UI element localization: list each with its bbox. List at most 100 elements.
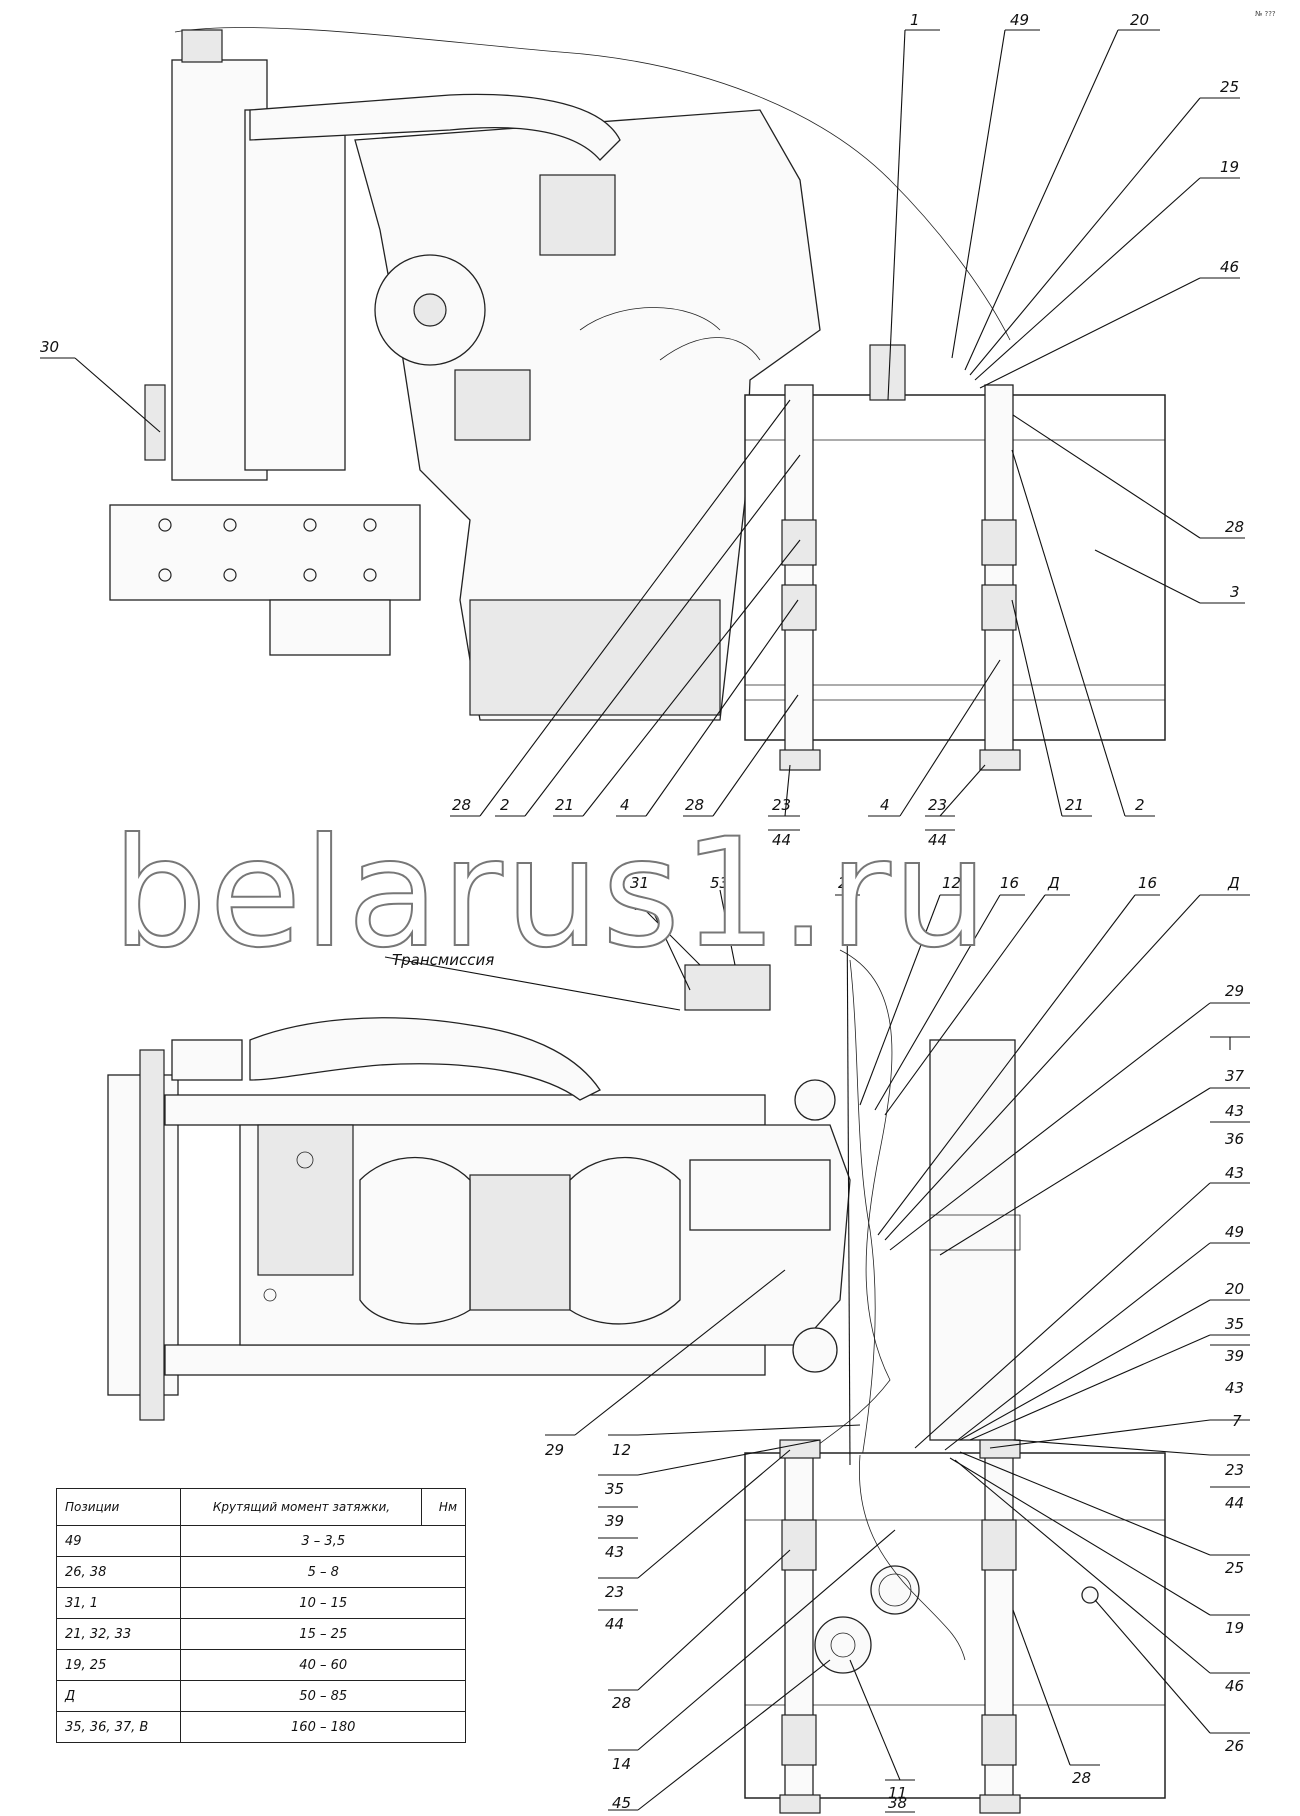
drain-plug (1081, 1586, 1099, 1604)
callout-25: 25 (1220, 78, 1239, 96)
table-row: 49 3 – 3,5 (55, 1525, 466, 1557)
table-row: 31, 1 10 – 15 (55, 1587, 466, 1619)
callout-20: 20 (1225, 1280, 1244, 1298)
positions-cell: 35, 36, 37, В (55, 1711, 182, 1743)
pulley-hub (413, 293, 447, 327)
callout-28: 28 (1072, 1769, 1091, 1787)
positions-cell: Д (55, 1680, 182, 1712)
starter (689, 1159, 831, 1231)
radiator-top (171, 1039, 243, 1081)
callout-4: 4 (620, 796, 630, 814)
callout-46: 46 (1220, 258, 1239, 276)
torque-cell: 3 – 3,5 (180, 1525, 466, 1557)
table-row: 21, 32, 33 15 – 25 (55, 1618, 466, 1650)
header-positions: Позиции (55, 1488, 182, 1526)
callout-45: 45 (612, 1794, 631, 1812)
callout-43: 43 (605, 1543, 624, 1561)
filter (794, 1079, 836, 1121)
callout-16: 16 (1000, 874, 1019, 892)
rear-mount (930, 1214, 1021, 1251)
harness (849, 959, 876, 1471)
callout-D: Д (1227, 874, 1240, 892)
callout-1: 1 (910, 11, 920, 29)
hydraulic-block (684, 964, 771, 1011)
intake-pipe (249, 93, 621, 161)
hose (579, 307, 761, 361)
filler-cap (870, 1565, 920, 1615)
oil-pan (469, 599, 721, 716)
callout-23: 23 (772, 796, 791, 814)
rail-left (164, 1094, 766, 1126)
alternator (454, 369, 531, 441)
callout-31: 31 (630, 874, 649, 892)
callout-20: 20 (1130, 11, 1149, 29)
positions-cell: 49 (55, 1525, 182, 1557)
positions-cell: 26, 38 (55, 1556, 182, 1588)
top-view (109, 27, 1166, 771)
top-view-labels: 1 49 20 25 19 46 30 28 3 28 2 21 4 28 23… (40, 11, 1244, 849)
torque-cell: 15 – 25 (180, 1618, 466, 1650)
fuel-line (858, 1454, 966, 1661)
callout-23: 23 (928, 796, 947, 814)
rail-right (164, 1344, 766, 1376)
front-plate (139, 1049, 165, 1421)
callout-29: 29 (838, 874, 857, 892)
callout-21: 21 (1065, 796, 1084, 814)
bottom-view-labels: 31 40 53 29 12 16 Д 16 Д 29 37 43 36 43 … (392, 874, 1245, 1812)
table-row: 35, 36, 37, В 160 – 180 (55, 1711, 466, 1743)
callout-38: 38 (888, 1794, 907, 1812)
callout-14: 14 (612, 1755, 631, 1773)
intake-duct (249, 1017, 601, 1101)
callout-19: 19 (1225, 1619, 1244, 1637)
torque-cell: 40 – 60 (180, 1649, 466, 1681)
header-unit: Нм (421, 1488, 466, 1526)
callout-49: 49 (1225, 1223, 1244, 1241)
bottom-view-leaders (384, 889, 1250, 1813)
callout-12: 12 (612, 1441, 631, 1459)
torque-table-header: Позиции Крутящий момент затяжки, Нм (55, 1488, 466, 1526)
callout-3: 3 (1230, 583, 1240, 601)
table-row: 19, 25 40 – 60 (55, 1649, 466, 1681)
torque-cell: 160 – 180 (180, 1711, 466, 1743)
torque-cell: 5 – 8 (180, 1556, 466, 1588)
callout-19: 19 (1220, 158, 1239, 176)
table-row: Д 50 – 85 (55, 1680, 466, 1712)
torque-cell: 10 – 15 (180, 1587, 466, 1619)
callout-44: 44 (605, 1615, 624, 1633)
callout-D: Д (1047, 874, 1060, 892)
annotation-transmission: Трансмиссия (392, 951, 494, 969)
callout-46: 46 (1225, 1677, 1244, 1695)
top-view-leaders (40, 29, 1245, 831)
positions-cell: 21, 32, 33 (55, 1618, 182, 1650)
callout-43: 43 (1225, 1102, 1244, 1120)
frame-bolts (158, 518, 377, 582)
callout-2: 2 (500, 796, 510, 814)
callout-35: 35 (1225, 1315, 1244, 1333)
filler-neck (869, 344, 906, 401)
watermark: belarus1.ru (112, 807, 990, 981)
callout-28: 28 (612, 1694, 631, 1712)
turbocharger (539, 174, 616, 256)
sensor (792, 1327, 838, 1373)
callout-2: 2 (1135, 796, 1145, 814)
callout-44: 44 (772, 831, 791, 849)
tank-straps (779, 384, 1021, 771)
callout-28: 28 (1225, 518, 1244, 536)
positions-cell: 19, 25 (55, 1649, 182, 1681)
bottom-view-break-line (799, 949, 893, 1461)
callout-37: 37 (1225, 1067, 1245, 1085)
radiator-bracket (144, 384, 166, 461)
header-torque: Крутящий момент затяжки, (180, 1488, 423, 1526)
callout-26: 26 (1225, 1737, 1244, 1755)
table-row: 26, 38 5 – 8 (55, 1556, 466, 1588)
callout-44: 44 (928, 831, 947, 849)
callout-28: 28 (452, 796, 471, 814)
callout-28: 28 (685, 796, 704, 814)
frame-rail (109, 504, 421, 601)
callout-23: 23 (605, 1583, 624, 1601)
positions-cell: 31, 1 (55, 1587, 182, 1619)
tank-straps-plan (779, 1439, 1021, 1814)
radiator-tank (181, 29, 223, 63)
callout-29: 29 (545, 1441, 564, 1459)
